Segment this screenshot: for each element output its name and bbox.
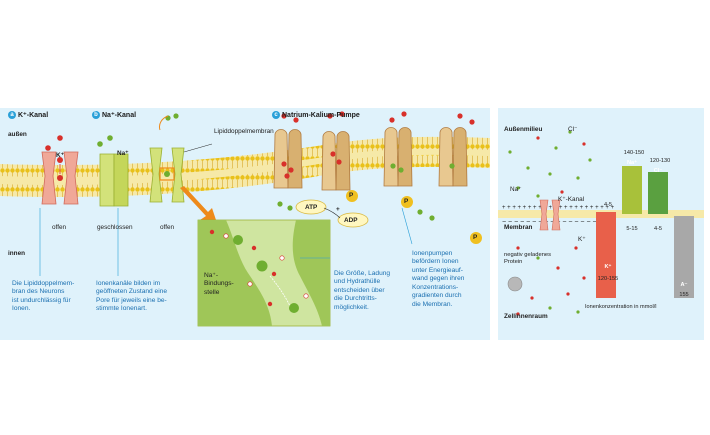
phosphate-1 (346, 190, 358, 202)
membrane-label: Lipiddoppelmembran (214, 128, 274, 135)
na-k-pump-3 (383, 127, 413, 187)
k-ion-label: K⁺ (56, 152, 64, 159)
membrane-diagram (0, 111, 490, 327)
k-inside-label: K⁺ (578, 236, 586, 243)
k-channel-state: offen (52, 224, 67, 231)
adp-label: ADP (344, 217, 358, 224)
na-channel-closed (99, 153, 129, 207)
a-inside-value: 155 (679, 292, 689, 298)
na-k-pump-4 (438, 127, 468, 187)
binding-site-label: Na⁺- Bindungs- stelle (204, 272, 234, 296)
k-outside-value: 4-5 (603, 202, 613, 208)
protein-label: negativ geladenes Protein (504, 252, 552, 266)
na-k-pump-1 (273, 129, 303, 189)
atp-label: ATP (305, 204, 318, 211)
phosphate-label-1: P (349, 192, 354, 199)
cl-outside-value: 120-130 (649, 158, 671, 164)
note-ion-pumps: Ionenpumpen befördern Ionen unter Energi… (412, 250, 465, 308)
phosphate-3 (470, 232, 482, 244)
k-inside-value: 120-155 (597, 276, 619, 282)
cell-interior-label: Zellinnenraum (504, 313, 548, 320)
k-bar (596, 212, 616, 298)
cl-bar (648, 172, 668, 214)
axis-label: Ionenkonzentration in mmol/l (585, 304, 657, 310)
phosphate-2 (401, 196, 413, 208)
atp-ellipse (295, 199, 327, 215)
side-outside-label: außen (8, 131, 27, 138)
na-bar-ion: Na⁺ (626, 160, 638, 166)
cl-outside-label: Cl⁻ (568, 126, 578, 133)
note-ion-channels: Ionenkanäle bilden im geöffneten Zustand… (96, 280, 168, 313)
side-inside-label: innen (8, 250, 26, 257)
na-k-pump-2 (321, 131, 351, 191)
na-bar (622, 166, 642, 214)
adp-ellipse (337, 212, 369, 228)
phosphate-label-3: P (473, 234, 478, 241)
k-bar-ion: K⁺ (604, 264, 612, 270)
a-bar-ion: A⁻ (680, 282, 688, 288)
na-outside-label: Na⁺ (510, 186, 522, 193)
cl-bar-ion: Cl⁻ (653, 168, 663, 174)
na-channel-open-state: offen (160, 224, 175, 231)
concentration-diagram: + + + + + + + + + + + + + + + + + + + + … (498, 130, 704, 316)
na-inside-value: 5-15 (626, 226, 638, 232)
a-bar (674, 216, 694, 298)
phosphate-label-2: P (404, 198, 409, 205)
note-lipid-membrane: Die Lipiddoppelmem- bran des Neurons ist… (12, 280, 75, 313)
membrane-label-right: Membran (504, 224, 533, 231)
na-ion-label: Na⁺ (117, 150, 129, 157)
k-channel-label: K⁺-Kanal (558, 196, 585, 203)
na-channel-open (149, 147, 185, 203)
na-channel-closed-state: geschlossen (97, 224, 133, 231)
k-channel (41, 151, 79, 205)
na-outside-value: 140-150 (623, 150, 645, 156)
outside-label: Außenmilieu (504, 126, 543, 133)
cl-inside-value: 4-5 (653, 226, 663, 232)
note-size-charge: Die Größe, Ladung und Hydrathülle entsch… (334, 270, 391, 311)
plus-sign: + (336, 206, 340, 213)
